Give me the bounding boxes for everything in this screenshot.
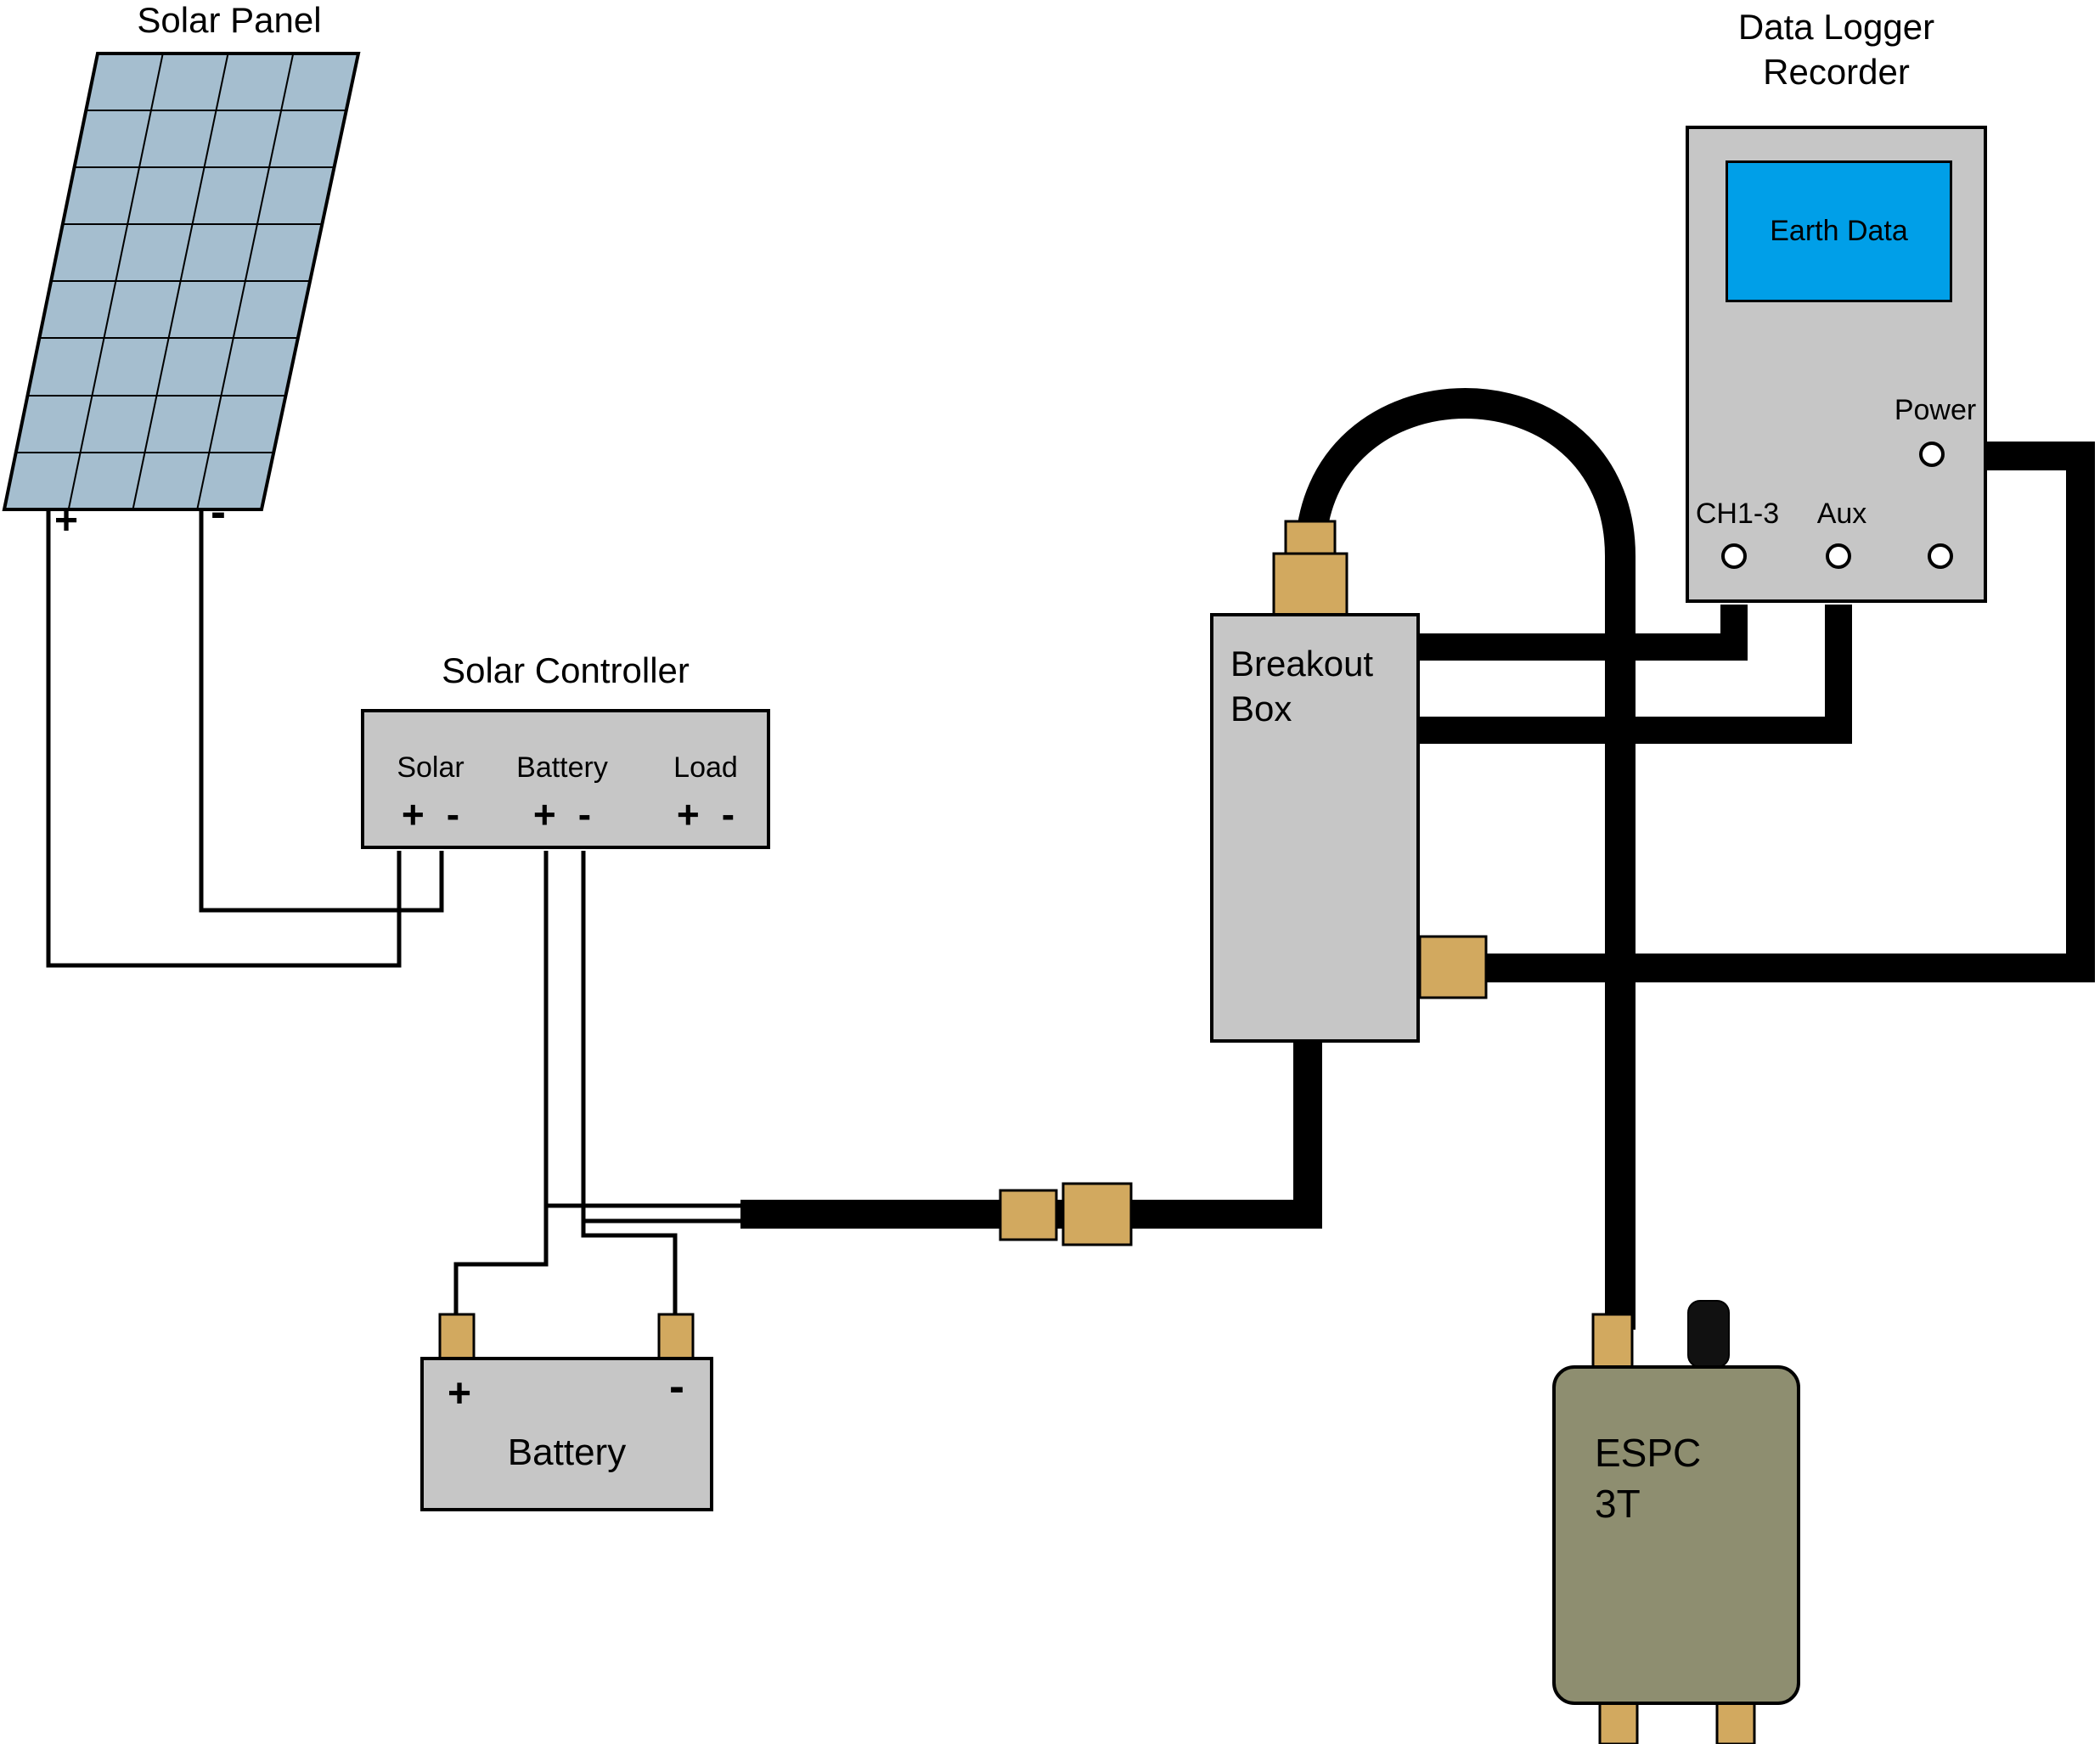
ch1-3-label: CH1-3 — [1695, 498, 1780, 530]
data-logger-title-line2: Recorder — [1763, 51, 1910, 92]
solar-panel-graphic — [2, 52, 361, 511]
espc-box: ESPC 3T — [1552, 1365, 1800, 1705]
solar-panel-minus-label: - — [211, 487, 226, 537]
screen-text: Earth Data — [1770, 215, 1908, 247]
load-section-label: Load — [673, 751, 738, 784]
breakout-top-connector-upper — [1284, 520, 1337, 559]
aux-label: Aux — [1816, 498, 1867, 530]
inline-connector-a — [999, 1189, 1058, 1241]
solar-minus-terminal: - — [446, 792, 460, 836]
thin-wires — [46, 509, 742, 1318]
battery-minus-post — [657, 1313, 695, 1360]
espc-label-line1: ESPC — [1595, 1431, 1702, 1475]
unlabeled-port — [1928, 543, 1953, 569]
breakout-top-connector — [1272, 552, 1348, 616]
solar-terminals: + - — [380, 795, 481, 834]
battery-plus-label: + — [448, 1371, 472, 1416]
espc-knob — [1687, 1300, 1730, 1368]
solar-controller-title: Solar Controller — [442, 650, 690, 690]
data-logger-title-line1: Data Logger — [1737, 7, 1935, 47]
cable-breakout-to-ch13 — [1418, 605, 1748, 661]
solar-section-label: Solar — [397, 751, 464, 784]
espc-bottom-connector-1 — [1598, 1702, 1639, 1744]
thick-cables — [740, 388, 2095, 1330]
battery-terminals: + - — [507, 795, 617, 834]
connectors — [438, 520, 1756, 1744]
battery-box: + - Battery — [420, 1357, 713, 1511]
battery-plus-post — [438, 1313, 476, 1360]
breakout-right-connector — [1418, 935, 1488, 999]
power-label: Power — [1894, 394, 1977, 426]
data-logger-screen: Earth Data — [1726, 160, 1952, 302]
espc-label: ESPC 3T — [1595, 1428, 1701, 1530]
data-logger-title: Data Logger Recorder — [1686, 5, 1987, 94]
data-logger-box: Earth Data Power CH1-3 Aux — [1686, 126, 1987, 603]
breakout-box-label-line2: Box — [1230, 688, 1292, 729]
aux-port — [1826, 543, 1851, 569]
controller-section-battery: Battery + - — [507, 751, 617, 834]
load-terminals: + - — [655, 795, 757, 834]
battery-minus-label: - — [669, 1361, 684, 1412]
controller-section-load: Load + - — [655, 751, 757, 834]
cable-breakout-to-aux — [1418, 605, 1852, 744]
solar-plus-terminal: + — [401, 792, 425, 836]
battery-section-label: Battery — [516, 751, 608, 784]
espc-bottom-connector-2 — [1715, 1702, 1756, 1744]
solar-panel-grid — [16, 53, 346, 510]
load-plus-terminal: + — [676, 792, 700, 836]
espc-top-connector — [1591, 1313, 1634, 1369]
cable-power-loop — [1484, 442, 2095, 982]
load-minus-terminal: - — [721, 792, 735, 836]
cable-breakout-to-espc — [1295, 388, 1636, 1330]
battery-title: Battery — [507, 1432, 627, 1473]
wire-controller-to-battery-minus — [581, 851, 678, 1318]
solar-panel-title: Solar Panel — [137, 0, 322, 40]
cable-power-to-breakout — [740, 1041, 1322, 1229]
breakout-box-label-line1: Breakout — [1230, 644, 1374, 684]
ch1-3-port — [1721, 543, 1747, 569]
controller-section-solar: Solar + - — [380, 751, 481, 834]
solar-panel-plus-label: + — [54, 498, 79, 543]
battery-minus-terminal: - — [577, 792, 592, 836]
wire-panel-plus-to-controller — [46, 509, 402, 968]
espc-label-line2: 3T — [1595, 1481, 1641, 1526]
breakout-box: Breakout Box — [1210, 613, 1420, 1043]
wire-controller-to-battery-plus — [453, 851, 549, 1318]
inline-connector-b — [1061, 1182, 1133, 1246]
power-port — [1919, 442, 1945, 467]
solar-controller-box: Solar + - Battery + - Load + - — [361, 709, 770, 849]
wire-panel-minus-to-controller — [199, 509, 444, 913]
battery-plus-terminal: + — [532, 792, 556, 836]
